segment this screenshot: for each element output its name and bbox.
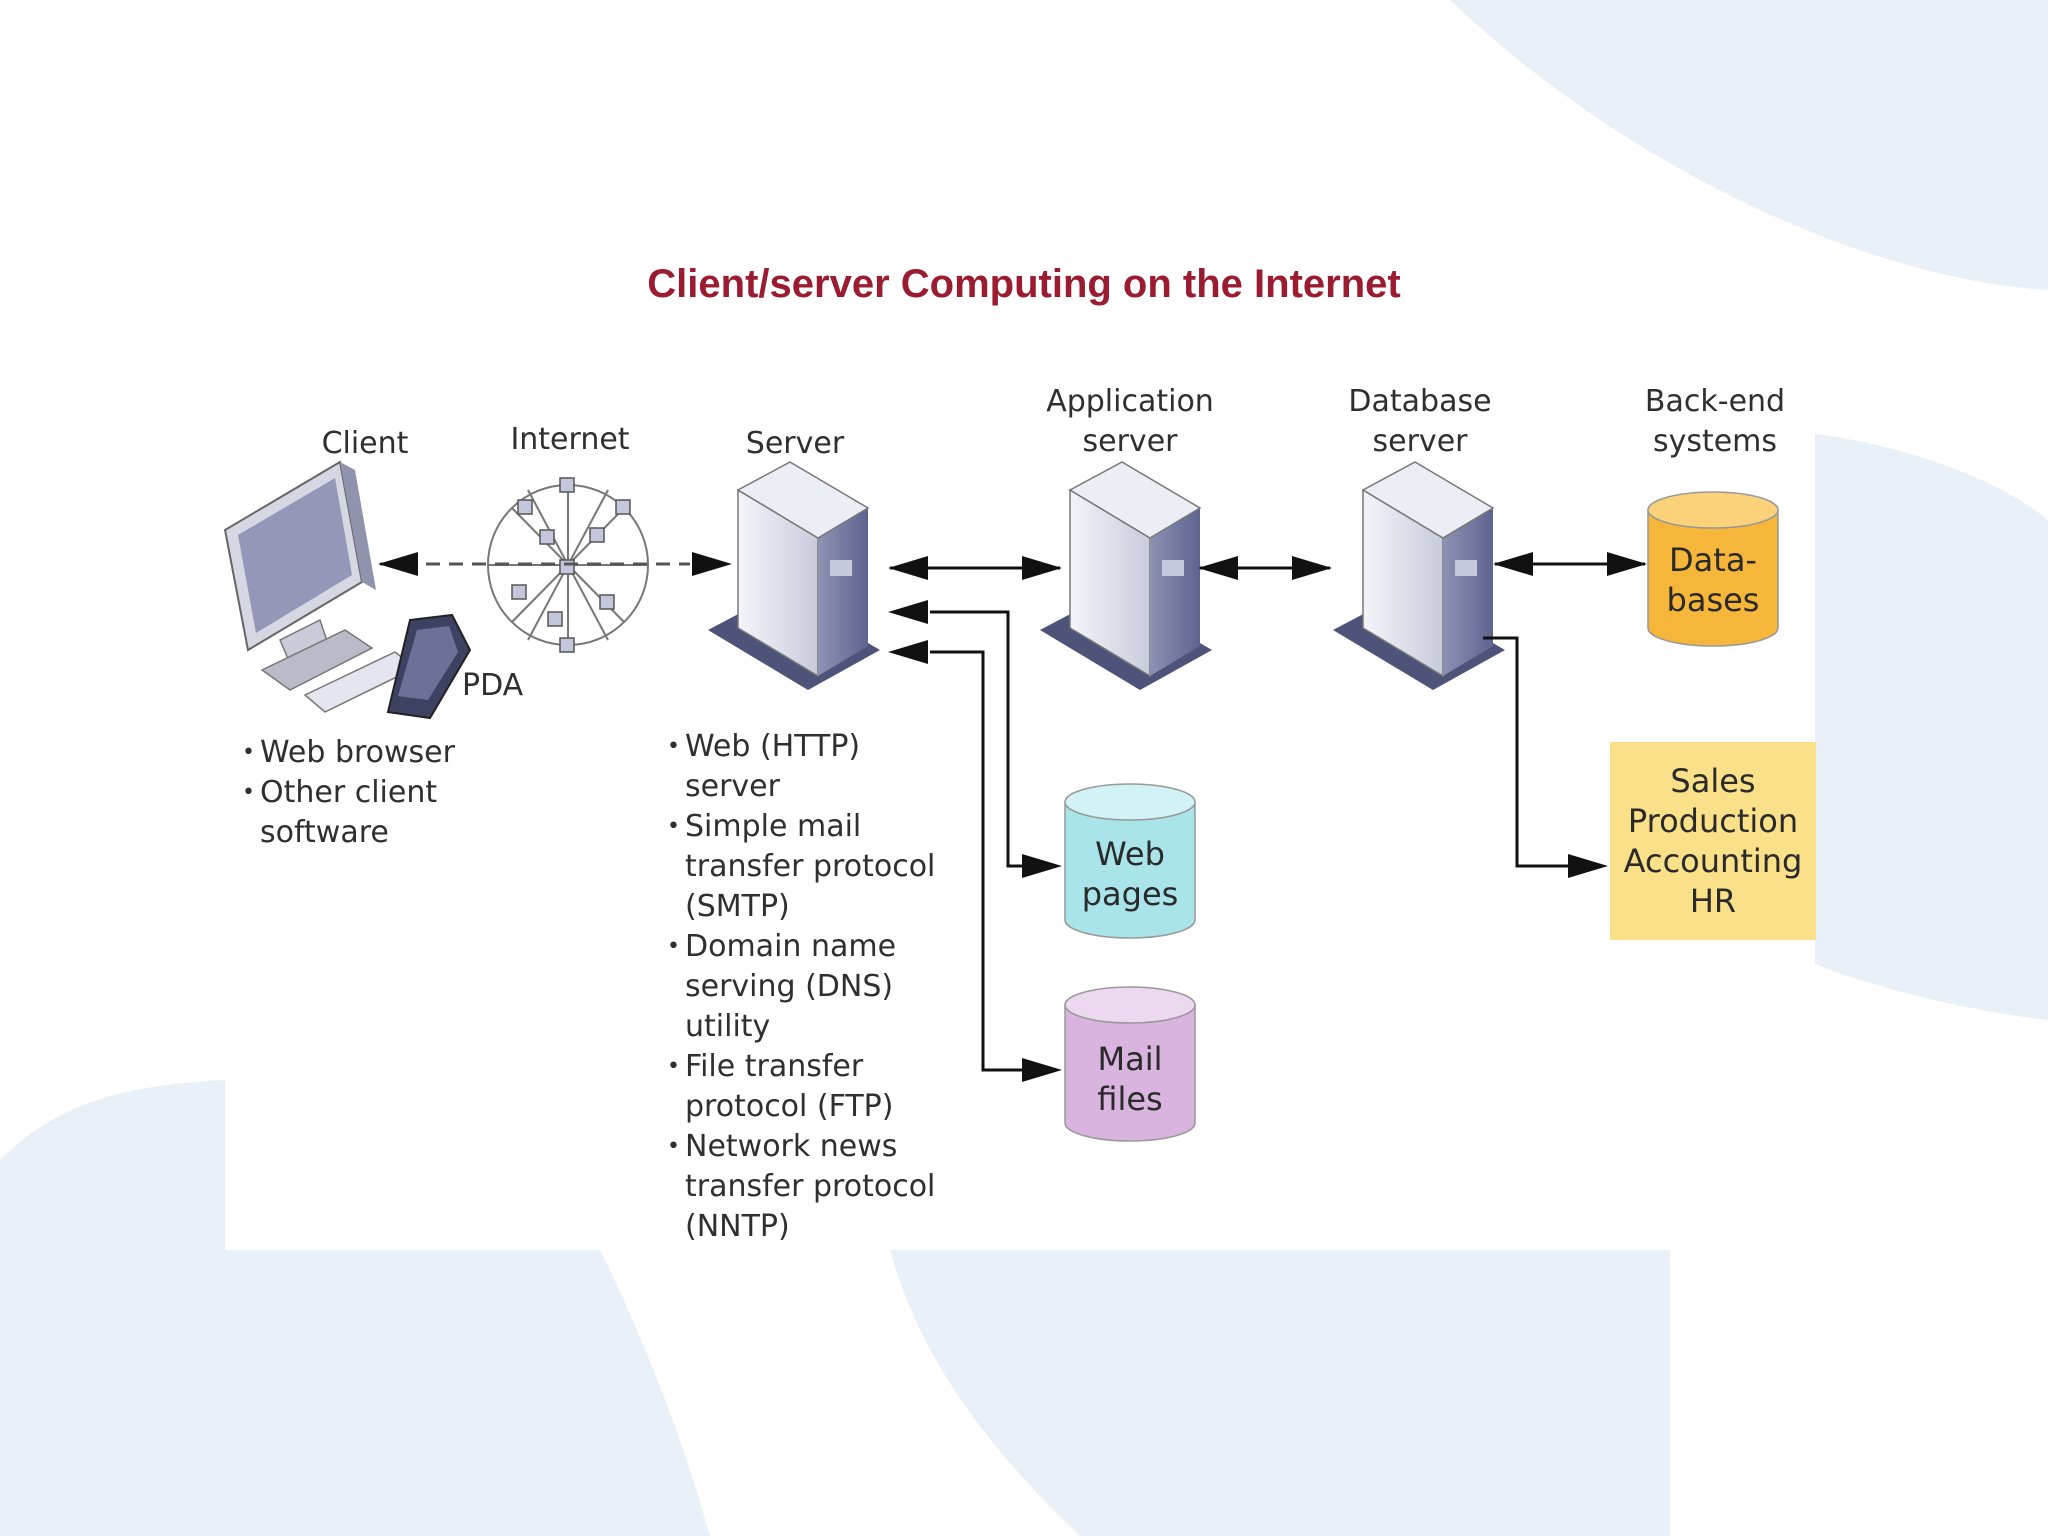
backend-box bbox=[1610, 742, 1816, 940]
server-service-item: Domain name serving (DNS) utility bbox=[667, 927, 935, 1047]
client-label: Client bbox=[321, 426, 409, 461]
web-pages-label-line-1: Web bbox=[1095, 835, 1165, 873]
pda-label: PDA bbox=[462, 668, 524, 703]
client-software-item: Web browser bbox=[242, 733, 455, 773]
mail-files-label: Mail files bbox=[1065, 1039, 1195, 1119]
backend-systems-label-line-2: systems bbox=[1652, 424, 1778, 459]
client-software-item: Other client software bbox=[242, 773, 455, 853]
server-service-text: transfer protocol bbox=[685, 849, 936, 884]
database-server-icon bbox=[1333, 461, 1505, 690]
client-software-list: Web browser Other client software bbox=[242, 733, 455, 853]
server-services-list: Web (HTTP) server Simple mail transfer pro… bbox=[667, 727, 935, 1247]
web-pages-cylinder bbox=[1064, 783, 1196, 939]
monitor-icon bbox=[223, 460, 417, 713]
server-service-text: protocol (FTP) bbox=[685, 1089, 894, 1124]
database-server-label-line-1: Database bbox=[1348, 384, 1492, 419]
server-service-text: Network news bbox=[685, 1129, 898, 1164]
server-service-item: Web (HTTP) server bbox=[667, 727, 935, 807]
server-service-text: transfer protocol bbox=[685, 1169, 936, 1204]
server-label: Server bbox=[745, 426, 845, 461]
database-server-label: Database server bbox=[1320, 382, 1520, 462]
databases-cylinder bbox=[1647, 491, 1779, 647]
backend-item: Production bbox=[1627, 802, 1799, 840]
application-server-label-line-1: Application bbox=[1046, 384, 1214, 419]
server-service-text: utility bbox=[685, 1009, 771, 1044]
database-server-label-line-2: server bbox=[1372, 424, 1468, 459]
databases-label-line-1: Data- bbox=[1669, 541, 1757, 579]
backend-item: Accounting bbox=[1623, 842, 1803, 880]
server-icon bbox=[708, 461, 880, 690]
backend-box-label: Sales Production Accounting HR bbox=[1610, 761, 1816, 921]
server-service-text: serving (DNS) bbox=[685, 969, 894, 1004]
pda-icon bbox=[386, 613, 472, 720]
slide-title: Client/server Computing on the Internet bbox=[647, 262, 1401, 306]
backend-item: Sales bbox=[1670, 762, 1756, 800]
server-service-item: Network news transfer protocol (NNTP) bbox=[667, 1127, 935, 1247]
backend-systems-label: Back-end systems bbox=[1615, 382, 1815, 462]
application-server-label-line-2: server bbox=[1082, 424, 1178, 459]
server-service-item: Simple mail transfer protocol (SMTP) bbox=[667, 807, 935, 927]
server-service-text: (SMTP) bbox=[685, 889, 790, 924]
internet-label: Internet bbox=[510, 422, 630, 457]
server-service-text: Simple mail bbox=[685, 809, 862, 844]
server-service-text: (NNTP) bbox=[685, 1209, 790, 1244]
client-software-text: software bbox=[260, 815, 389, 850]
server-service-item: File transfer protocol (FTP) bbox=[667, 1047, 935, 1127]
mail-files-label-line-1: Mail bbox=[1097, 1040, 1163, 1078]
web-pages-label: Web pages bbox=[1065, 834, 1195, 914]
application-server-icon bbox=[1040, 461, 1212, 690]
mail-files-cylinder bbox=[1064, 986, 1196, 1142]
databases-label-line-2: bases bbox=[1666, 581, 1760, 619]
backend-item: HR bbox=[1689, 882, 1737, 920]
connectors bbox=[378, 552, 1647, 1082]
server-service-text: Domain name bbox=[685, 929, 897, 964]
databases-label: Data- bases bbox=[1648, 540, 1778, 620]
server-service-text: Web (HTTP) bbox=[685, 729, 861, 764]
server-service-text: File transfer bbox=[685, 1049, 864, 1084]
web-pages-label-line-2: pages bbox=[1081, 875, 1179, 913]
client-software-text: Other client bbox=[260, 775, 438, 810]
backend-systems-label-line-1: Back-end bbox=[1644, 384, 1786, 419]
application-server-label: Application server bbox=[1025, 382, 1235, 462]
server-service-text: server bbox=[685, 769, 780, 804]
mail-files-label-line-2: files bbox=[1097, 1080, 1163, 1118]
